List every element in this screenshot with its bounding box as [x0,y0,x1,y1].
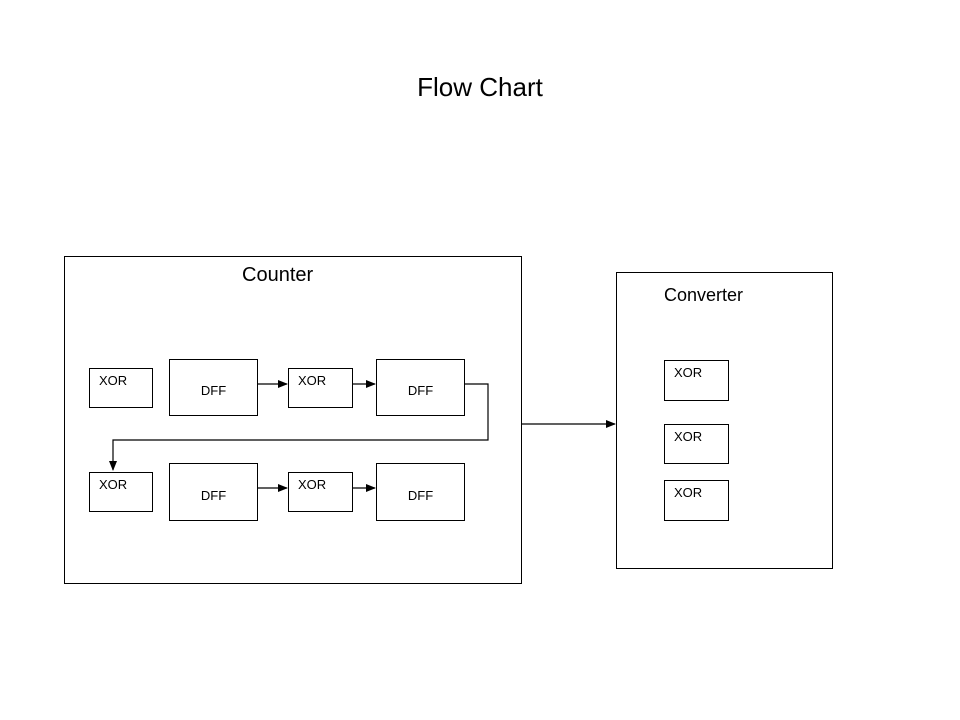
counter-label: Counter [242,264,314,286]
converter-label: Converter [664,285,744,305]
counter-row1-xor-1: XOR [89,368,153,408]
converter-xor-3: XOR [664,480,729,521]
counter-row1-xor-2: XOR [288,368,353,408]
counter-row2-dff-2: DFF [376,463,465,521]
counter-box [64,256,522,584]
counter-row1-dff-1: DFF [169,359,258,416]
converter-xor-1: XOR [664,360,729,401]
counter-row2-dff-1: DFF [169,463,258,521]
arrow-r1-to-r2 [109,383,489,471]
counter-row2-xor-1: XOR [89,472,153,512]
counter-row2-xor-2: XOR [288,472,353,512]
converter-xor-2: XOR [664,424,729,464]
counter-row1-dff-2: DFF [376,359,465,416]
diagram-title: Flow Chart [417,72,543,102]
